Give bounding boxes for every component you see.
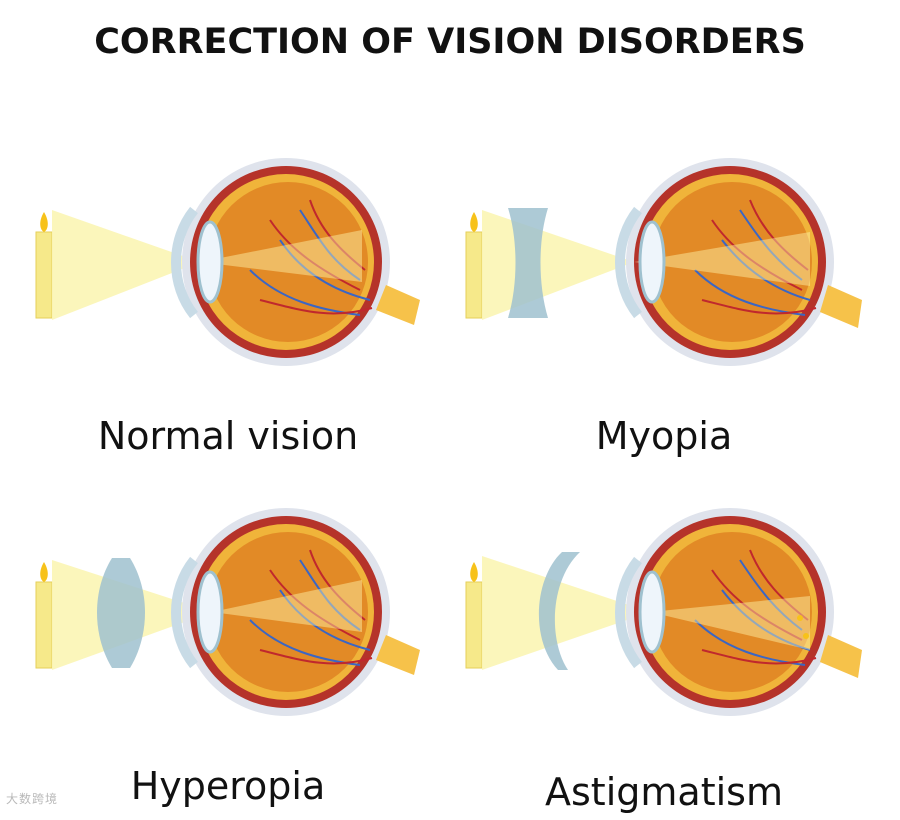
flame-icon xyxy=(40,212,48,232)
candle-icon xyxy=(35,231,53,319)
candle-icon xyxy=(35,581,53,669)
panel-astigmatism xyxy=(430,500,880,750)
light-beam xyxy=(52,210,200,320)
flame-icon xyxy=(470,212,478,232)
optic-nerve xyxy=(820,285,862,328)
light-beam xyxy=(482,210,634,320)
panel-normal-vision xyxy=(0,150,450,400)
label-myopia: Myopia xyxy=(595,414,733,458)
eyeball-icon xyxy=(615,158,862,366)
candle-icon xyxy=(465,581,483,669)
candle-icon xyxy=(465,231,483,319)
cornea xyxy=(171,556,199,669)
label-astigmatism: Astigmatism xyxy=(545,770,783,814)
label-normal-vision: Normal vision xyxy=(97,414,359,458)
cornea xyxy=(615,556,643,669)
panel-hyperopia xyxy=(0,500,450,750)
concave-lens xyxy=(508,208,548,318)
label-hyperopia: Hyperopia xyxy=(130,764,326,808)
eye-lens xyxy=(196,220,224,304)
convex-lens xyxy=(97,558,145,668)
watermark: 大数跨境 xyxy=(6,792,59,806)
eye-lens xyxy=(638,570,666,654)
eyeball-icon xyxy=(171,158,420,366)
flame-icon xyxy=(40,562,48,582)
eye-lens xyxy=(196,570,224,654)
flame-icon xyxy=(470,562,478,582)
cornea xyxy=(171,206,199,319)
hyperopia-diagram xyxy=(35,508,420,716)
optic-nerve xyxy=(376,635,420,675)
eye-lens xyxy=(638,220,666,304)
myopia-diagram xyxy=(465,158,862,366)
normal-vision-diagram xyxy=(35,158,420,366)
optic-nerve xyxy=(820,635,862,678)
optic-nerve xyxy=(376,285,420,325)
astigmatism-diagram xyxy=(465,508,862,716)
focus-point xyxy=(797,615,803,621)
cornea xyxy=(615,206,643,319)
light-beam xyxy=(482,556,650,670)
eyeball-icon xyxy=(171,508,420,716)
page-title: CORRECTION OF VISION DISORDERS xyxy=(94,22,806,62)
panel-myopia xyxy=(430,150,880,400)
eyeball-icon xyxy=(615,508,862,716)
focus-point xyxy=(803,633,809,639)
meniscus-lens xyxy=(538,552,580,670)
